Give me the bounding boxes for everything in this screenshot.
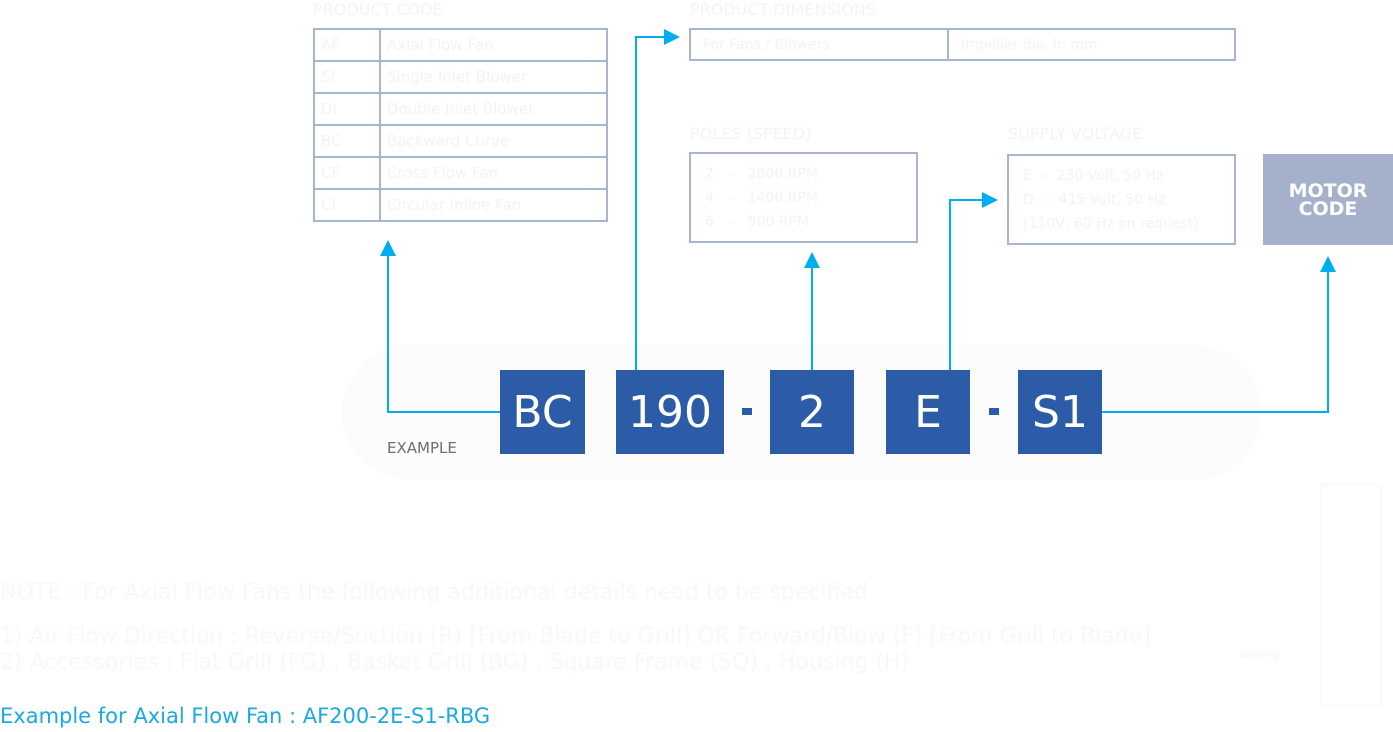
arrow-supply	[949, 192, 998, 370]
fan-icon	[1320, 484, 1382, 706]
dimensions-left-text: For Fans / Blowers	[703, 37, 830, 53]
desc-cell: Double Inlet Blower	[379, 92, 608, 126]
code-part-poles: 2	[770, 370, 854, 454]
poles-line: 4 – 1400 RPM	[705, 190, 818, 206]
fan-illustration: Blowing	[1240, 484, 1393, 714]
motor-code-box: MOTOR CODE	[1263, 154, 1393, 245]
desc-cell: Backward Curve	[379, 124, 608, 158]
dash-separator	[742, 408, 752, 415]
example-label: EXAMPLE	[387, 439, 457, 457]
code-cell: AF	[313, 28, 381, 62]
fan-label: Blowing	[1240, 649, 1280, 660]
code-part-dimension: 190	[616, 370, 724, 454]
note-heading: NOTE : For Axial Flow Fans the following…	[0, 580, 868, 605]
supply-line: (110V, 60 Hz on request)	[1023, 216, 1199, 232]
dimensions-right-cell: Impeller dia. in mm	[947, 28, 1236, 61]
code-part-supply: E	[886, 370, 970, 454]
supply-voltage-box: E – 230 Volt, 50 Hz D – 415 Volt, 50 Hz …	[1007, 154, 1236, 245]
poles-line: 2 – 2800 RPM	[705, 166, 818, 182]
poles-title: POLES (SPEED)	[690, 124, 812, 143]
code-cell: DI	[313, 92, 381, 126]
dimensions-right-text: Impeller dia. in mm	[961, 37, 1098, 53]
supply-voltage-title: SUPPLY VOLTAGE	[1008, 124, 1143, 143]
product-dimensions-title: PRODUCT DIMENSIONS	[690, 0, 876, 19]
desc-cell: Circular Inline Fan	[379, 188, 608, 222]
code-cell: CF	[313, 156, 381, 190]
code-cell: CI	[313, 188, 381, 222]
desc-cell: Single Inlet Blower	[379, 60, 608, 94]
desc-cell: Cross Flow Fan	[379, 156, 608, 190]
arrow-motor	[1102, 256, 1336, 413]
code-cell: SI	[313, 60, 381, 94]
note-line-1: 1) Air Flow Direction : Reverse/Suction …	[0, 624, 1151, 649]
supply-line: D – 415 Volt, 50 Hz	[1023, 192, 1166, 208]
arrow-product-code	[380, 240, 500, 413]
product-code-title: PRODUCT CODE	[313, 0, 443, 19]
poles-line: 6 – 900 RPM	[705, 214, 810, 230]
code-part-motor: S1	[1018, 370, 1102, 454]
footer-example: Example for Axial Flow Fan : AF200-2E-S1…	[0, 704, 491, 728]
code-cell: BC	[313, 124, 381, 158]
dash-separator	[989, 408, 999, 415]
code-part-product: BC	[500, 370, 585, 454]
arrow-dimensions	[635, 29, 680, 370]
supply-line: E – 230 Volt, 50 Hz	[1023, 168, 1164, 184]
dimensions-left-cell: For Fans / Blowers	[689, 28, 949, 61]
poles-box: 2 – 2800 RPM 4 – 1400 RPM 6 – 900 RPM	[689, 152, 918, 243]
desc-cell: Axial Flow Fan	[379, 28, 608, 62]
note-line-2: 2) Accessories : Flat Grill (FG) , Baske…	[0, 650, 910, 675]
